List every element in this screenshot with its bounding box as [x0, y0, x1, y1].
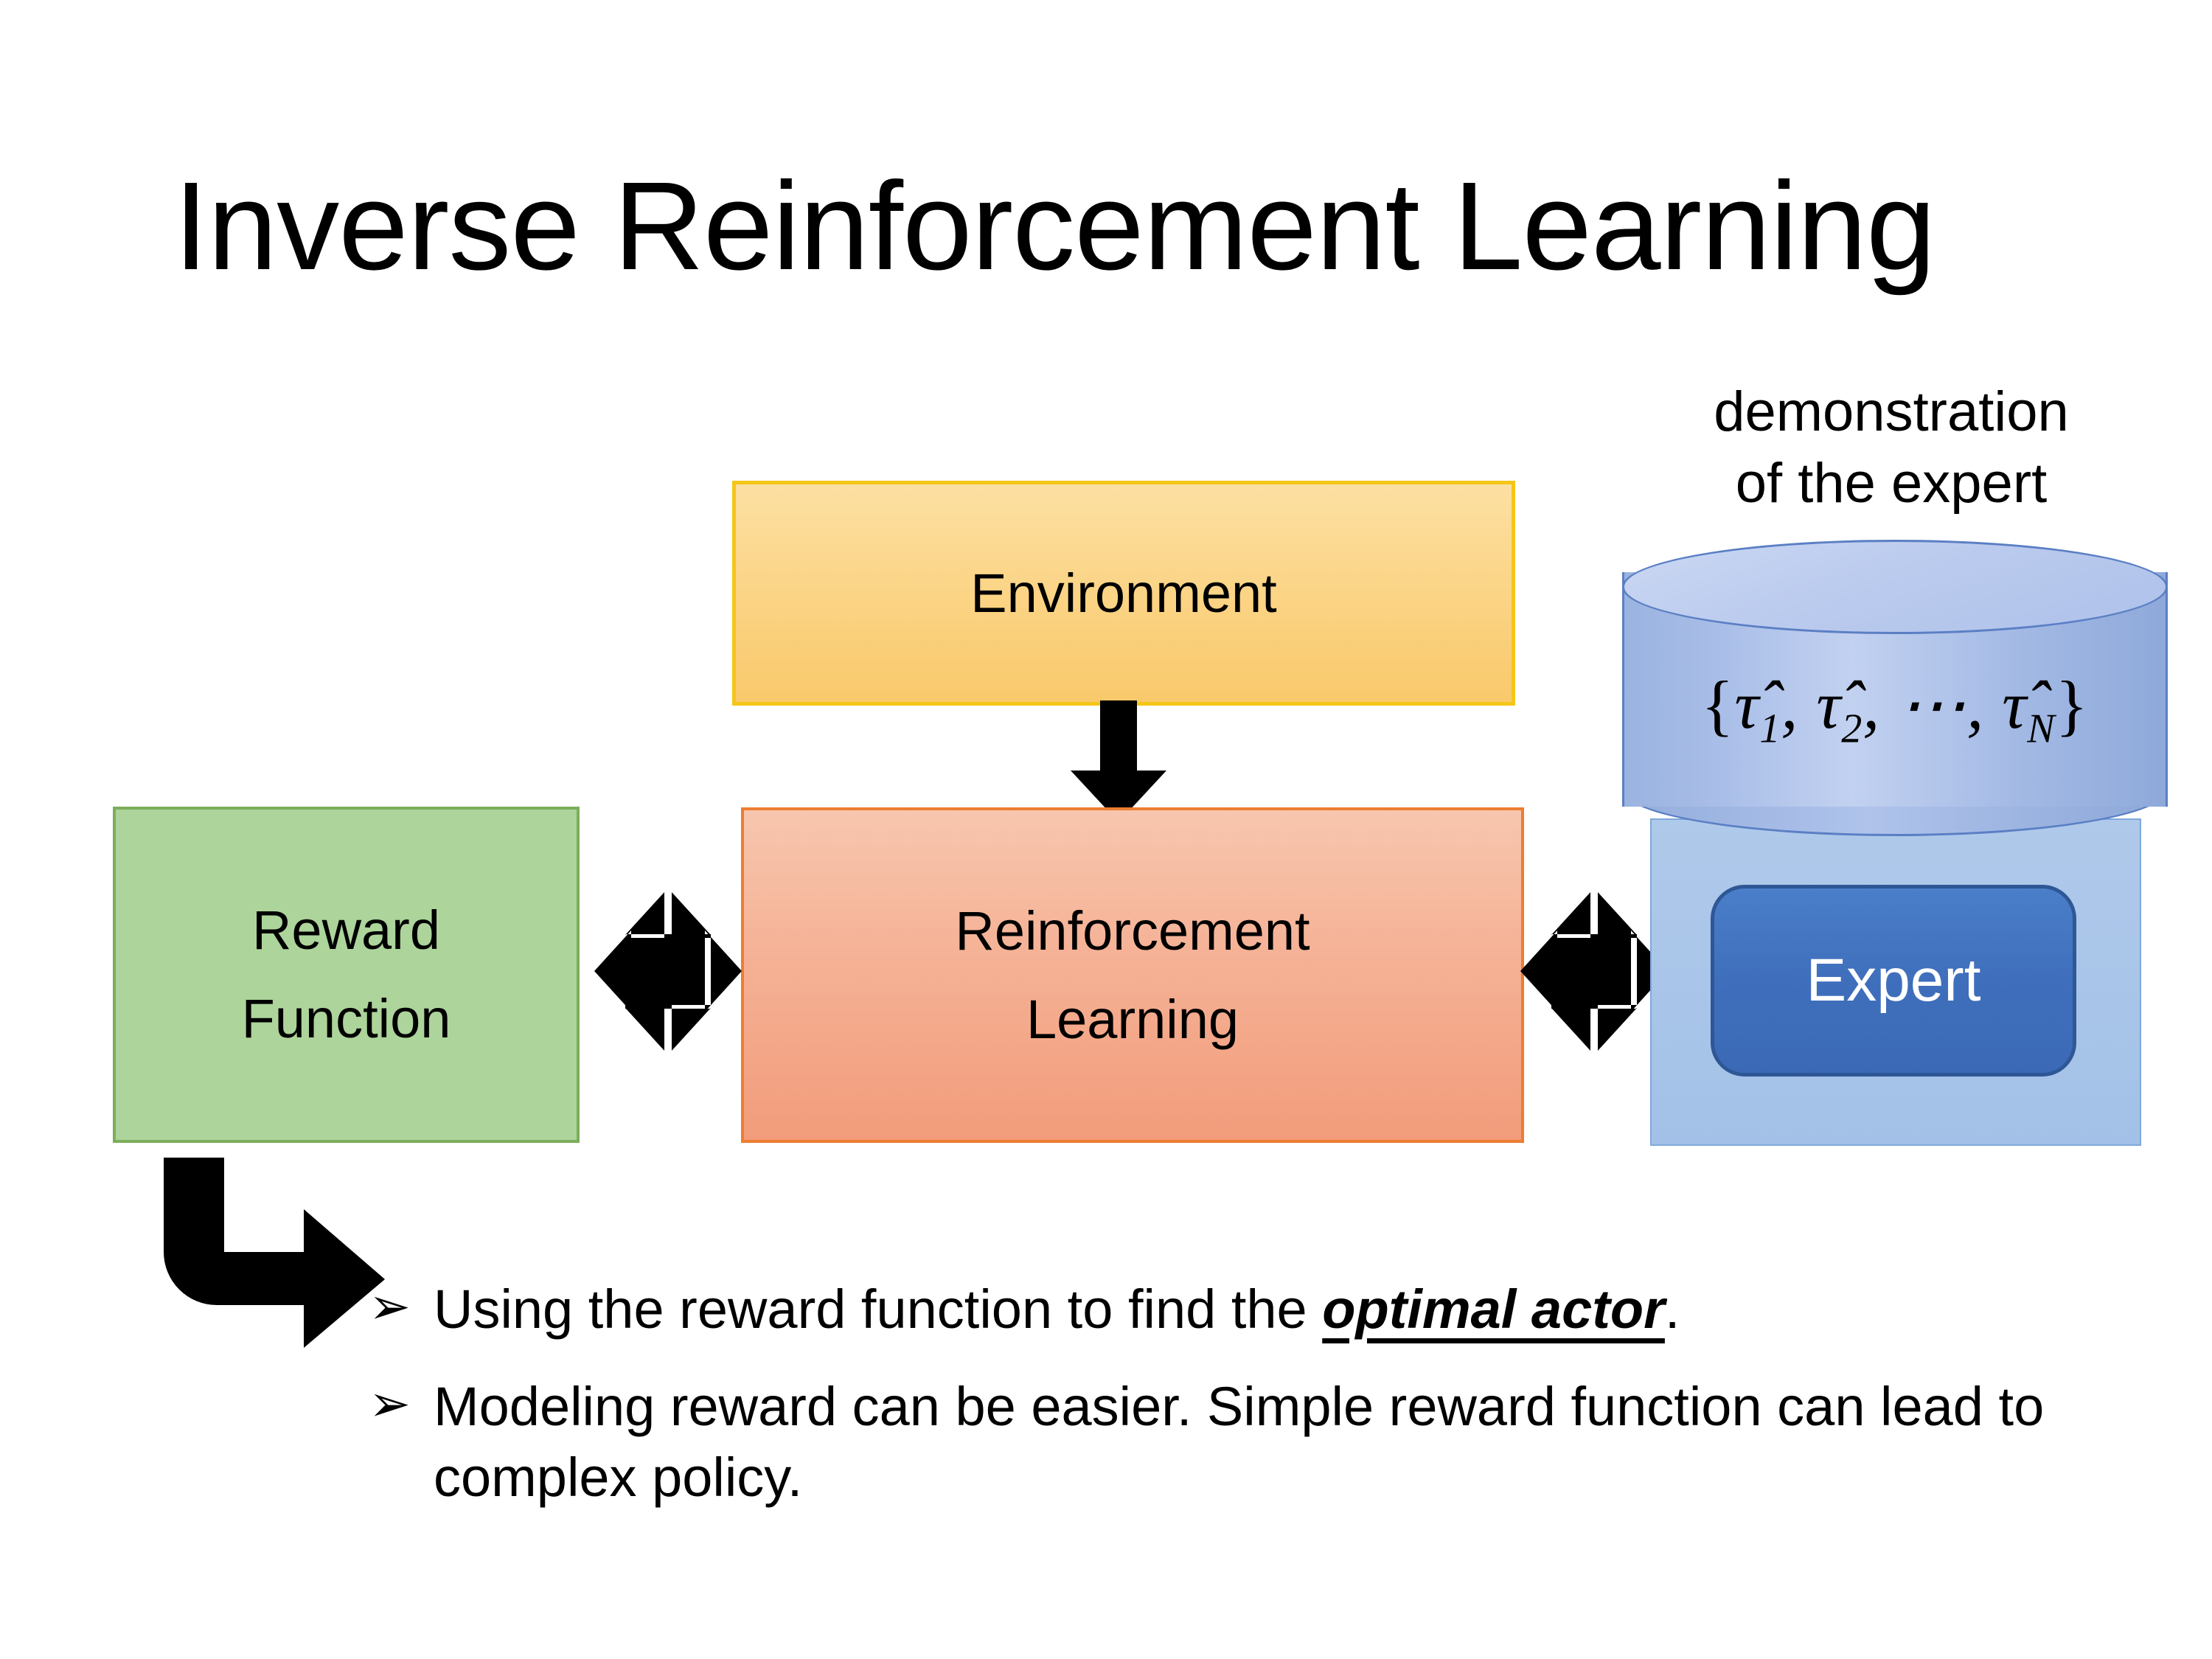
bullet-2-text-before: Modeling reward can be easier. Simple re… — [434, 1376, 2045, 1509]
rl-box-label-line1: Reinforcement — [955, 900, 1310, 961]
bullet-1-text-after: . — [1664, 1279, 1680, 1340]
demonstration-caption-line1: demonstration — [1714, 380, 2069, 443]
demonstration-caption-line2: of the expert — [1735, 452, 2048, 515]
bullet-list: ➢ Using the reward function to find the … — [369, 1274, 2101, 1540]
quad-arrow-icon-left — [594, 892, 742, 1051]
bullet-arrow-icon: ➢ — [369, 1279, 411, 1335]
bullet-text-2: Modeling reward can be easier. Simple re… — [434, 1371, 2101, 1513]
reinforcement-learning-box[interactable]: Reinforcement Learning — [741, 807, 1524, 1143]
environment-box[interactable]: Environment — [732, 481, 1515, 706]
rl-box-label-line2: Learning — [1026, 988, 1239, 1050]
list-item: ➢ Using the reward function to find the … — [369, 1274, 2101, 1345]
bullet-1-text-before: Using the reward function to find the — [434, 1279, 1323, 1340]
environment-box-label: Environment — [970, 563, 1277, 624]
bent-arrow-icon — [164, 1158, 385, 1364]
reward-box-label-line2: Function — [241, 988, 451, 1049]
down-arrow-icon — [1071, 700, 1166, 822]
reward-box-label-line1: Reward — [251, 900, 440, 961]
demonstration-cylinder: {τ̂1, τ̂2, ⋯, τ̂N} — [1622, 540, 2168, 836]
demonstration-caption: demonstration of the expert — [1633, 376, 2149, 520]
list-item: ➢ Modeling reward can be easier. Simple … — [369, 1371, 2101, 1513]
cylinder-top-ellipse — [1622, 540, 2168, 634]
page-title: Inverse Reinforcement Learning — [173, 156, 1935, 296]
quad-arrow-icon-right — [1520, 892, 1668, 1051]
bullet-arrow-icon: ➢ — [369, 1376, 411, 1433]
bullet-text-1: Using the reward function to find the op… — [434, 1274, 2101, 1345]
reward-function-box[interactable]: Reward Function — [113, 807, 580, 1143]
bullet-1-emphasis: optimal actor — [1322, 1279, 1665, 1340]
expert-button[interactable]: Expert — [1711, 885, 2076, 1077]
trajectory-set-formula: {τ̂1, τ̂2, ⋯, τ̂N} — [1701, 667, 2089, 752]
expert-button-label: Expert — [1806, 947, 1981, 1014]
